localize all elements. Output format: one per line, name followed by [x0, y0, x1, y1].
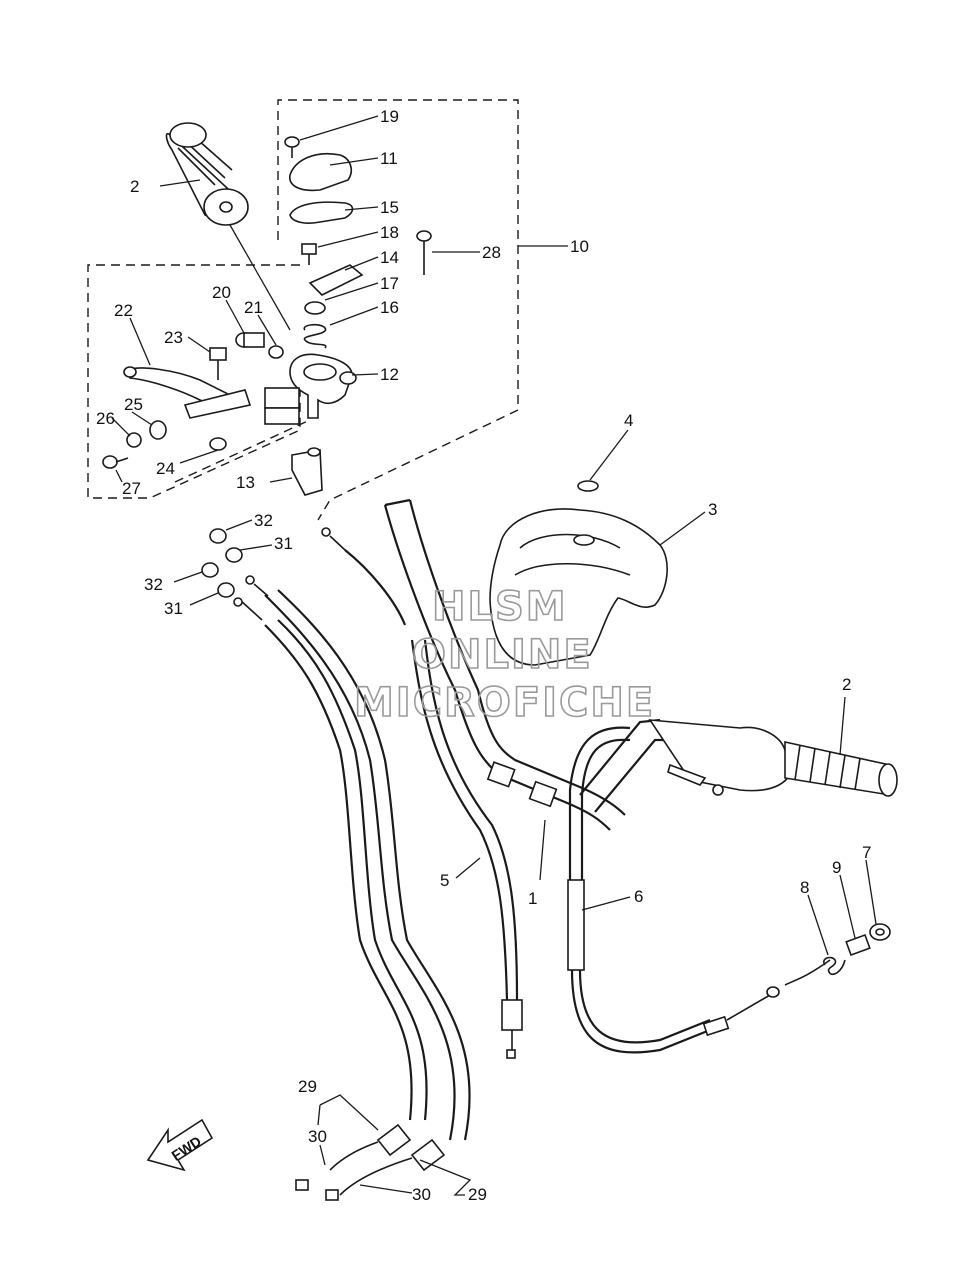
callout-8: 8	[800, 878, 809, 897]
callout-14: 14	[380, 248, 399, 267]
watermark-line2: ONLINE	[412, 632, 593, 678]
bolt-23	[209, 347, 227, 380]
assembly-box-levers	[87, 264, 311, 499]
callout-31-upper: 31	[274, 534, 293, 553]
spring-8	[823, 956, 846, 976]
bolt-27	[102, 455, 129, 469]
right-grip	[648, 719, 898, 797]
callout-30-left: 30	[308, 1127, 327, 1146]
clamp-25	[149, 420, 167, 440]
callout-11: 11	[380, 149, 398, 168]
lever	[123, 366, 252, 419]
callout-28: 28	[482, 243, 501, 262]
bolt-18	[301, 243, 317, 265]
nut-21	[268, 345, 284, 359]
callout-7: 7	[862, 843, 871, 862]
nut-7	[869, 923, 891, 941]
callout-26: 26	[96, 409, 115, 428]
joint-9	[845, 933, 871, 957]
callout-16: 16	[380, 298, 399, 317]
callout-30-right: 30	[412, 1185, 431, 1204]
callout-29-right: 29	[468, 1185, 487, 1204]
holder-13	[291, 447, 323, 496]
callout-labels: 1 2 2 3 4 5 6 7 8 9 10 11 12 13 14 15 16…	[96, 107, 871, 1204]
callout-4: 4	[624, 411, 633, 430]
callout-22: 22	[114, 301, 133, 320]
callout-32-upper: 32	[254, 511, 273, 530]
callout-2-right: 2	[842, 675, 851, 694]
callout-29-left: 29	[298, 1077, 317, 1096]
callout-24: 24	[156, 459, 175, 478]
watermark-line1: HLSM	[432, 584, 568, 630]
leader-lines	[111, 115, 877, 1196]
bolt-20	[235, 332, 265, 348]
brake-cable	[567, 726, 831, 1054]
nut-24	[209, 437, 227, 451]
callout-6: 6	[634, 887, 643, 906]
callout-2-left: 2	[130, 177, 139, 196]
collar-26	[126, 432, 142, 448]
washer	[304, 301, 326, 315]
emblem	[577, 480, 599, 492]
forward-arrow-icon: FWD	[146, 1118, 214, 1172]
callout-5: 5	[440, 871, 449, 890]
callout-31-lower: 31	[164, 599, 183, 618]
callout-13: 13	[236, 473, 255, 492]
callout-15: 15	[380, 198, 399, 217]
callout-21: 21	[244, 298, 263, 317]
callout-32-lower: 32	[144, 575, 163, 594]
callout-1: 1	[528, 889, 537, 908]
watermark: HLSM ONLINE MICROFICHE	[353, 583, 655, 727]
clutch-cables	[233, 575, 471, 1201]
callout-12: 12	[380, 365, 399, 384]
left-grip	[165, 122, 249, 226]
callout-9: 9	[832, 858, 841, 877]
throttle-cable	[321, 527, 523, 1059]
handlebar-cover	[489, 508, 668, 666]
cover-plate-15	[289, 201, 354, 224]
watermark-line3: MICROFICHE	[354, 680, 655, 726]
assembly-box-10	[277, 99, 519, 521]
callout-10: 10	[570, 237, 589, 256]
screw-28	[416, 230, 432, 275]
callout-27: 27	[122, 479, 141, 498]
callout-25: 25	[124, 395, 143, 414]
cover-11	[289, 153, 352, 192]
plate	[308, 264, 364, 296]
callout-3: 3	[708, 500, 717, 519]
callout-20: 20	[212, 283, 231, 302]
holder-bracket	[289, 353, 357, 419]
callout-19: 19	[380, 107, 399, 126]
adjusters-31-32	[201, 528, 243, 598]
screw-19	[284, 136, 300, 158]
switch-body	[264, 387, 300, 425]
callout-18: 18	[380, 223, 399, 242]
callout-17: 17	[380, 274, 399, 293]
callout-23: 23	[164, 328, 183, 347]
spring	[303, 323, 327, 349]
